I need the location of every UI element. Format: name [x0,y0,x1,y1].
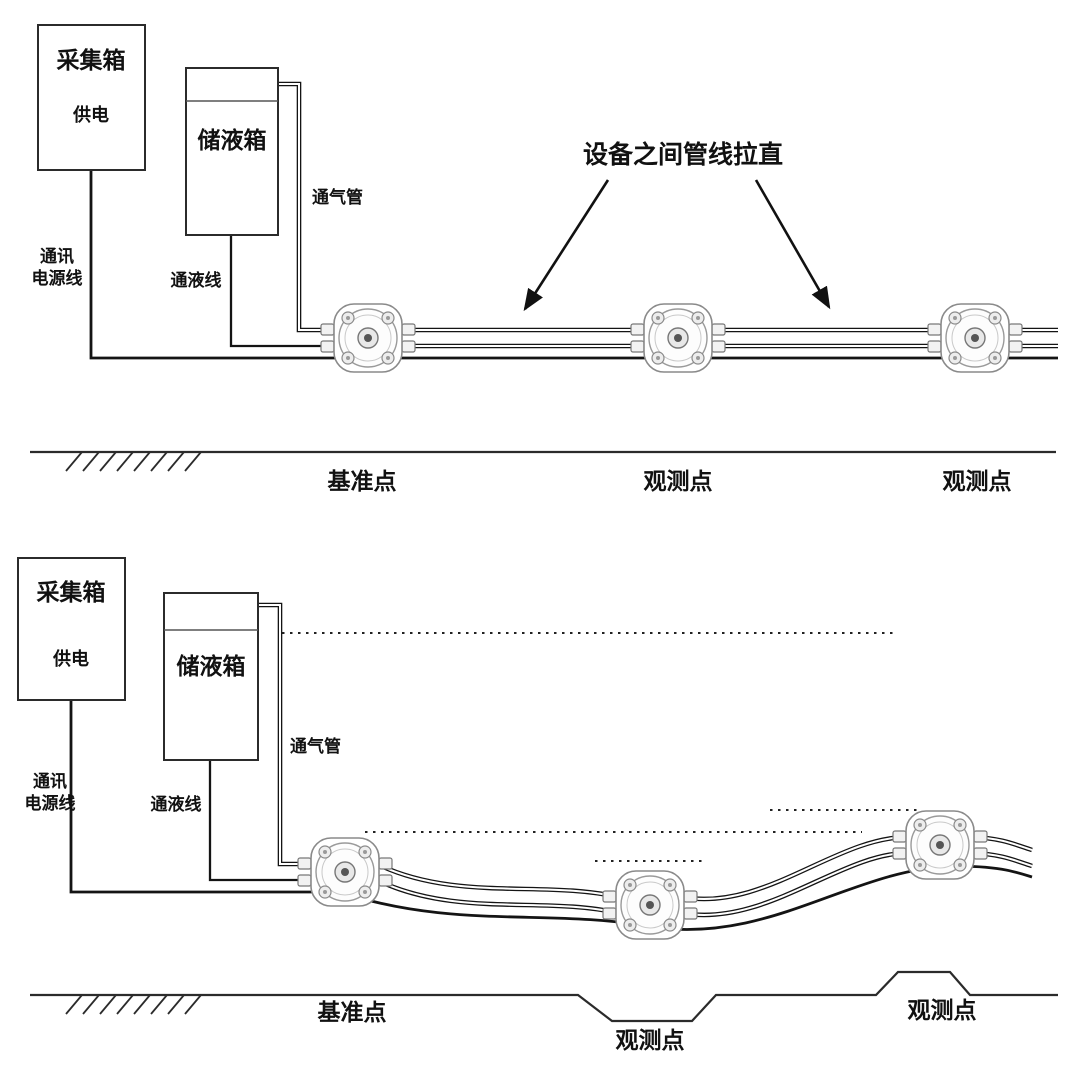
comm-power-label-line2: 电源线 [32,268,83,288]
sensor-unit-observation-1 [630,303,726,373]
annotation-label: 设备之间管线拉直 [583,140,783,169]
storage-tank: 储液箱 [185,67,279,236]
ground-hatching [65,994,202,1015]
point-label-reference: 基准点 [318,999,387,1025]
power-label: 供电 [52,648,89,669]
storage-tank-label: 储液箱 [177,653,246,679]
liquid-line [208,760,313,882]
bottom-diagram: 采集箱 供电 储液箱 通气管 通讯 电源线 通液线 [17,557,1058,1053]
liquid-line [229,235,336,348]
point-label-reference: 基准点 [328,468,397,494]
vent-pipe [278,84,336,330]
sensor-unit-reference [297,837,393,907]
comm-power-line [89,170,1058,360]
collection-box: 采集箱 供电 [37,24,146,171]
storage-tank-outline [185,67,279,236]
annotation: 设备之间管线拉直 [523,140,831,312]
annotation-arrow-right [754,179,831,310]
collection-box: 采集箱 供电 [17,557,126,701]
top-diagram: 采集箱 供电 储液箱 通气管 通讯 电源线 通液线 设备之间管线拉直 [30,24,1058,494]
ground-line-bottom [30,970,1058,1023]
vent-pipe [258,605,313,864]
liquid-line-label: 通液线 [171,270,222,290]
sensor-unit-observation-2 [927,303,1023,373]
liquid-line-label: 通液线 [151,794,202,814]
collection-box-label: 采集箱 [37,579,106,605]
comm-power-line [69,700,1033,931]
collection-box-outline [17,557,126,701]
power-label: 供电 [72,104,109,125]
comm-power-label-line1: 通讯 [40,247,74,266]
ground-line-top [30,450,1056,472]
collection-box-outline [37,24,146,171]
storage-tank: 储液箱 [163,592,259,761]
collection-box-label: 采集箱 [57,47,126,73]
point-label-observation-1: 观测点 [616,1027,685,1053]
vent-pipe-label: 通气管 [312,187,363,207]
point-label-observation-1: 观测点 [644,468,713,494]
annotation-arrow-left [523,179,610,312]
comm-power-label-line1: 通讯 [33,772,67,791]
sensor-unit-observation-2 [892,810,988,880]
sensor-unit-reference [320,303,416,373]
storage-tank-label: 储液箱 [198,127,267,153]
point-label-observation-2: 观测点 [943,468,1012,494]
storage-tank-outline [163,592,259,761]
ground-hatching [65,451,202,472]
comm-power-label-line2: 电源线 [25,793,76,813]
point-label-observation-2: 观测点 [908,997,977,1023]
vent-pipe-label: 通气管 [290,736,341,756]
